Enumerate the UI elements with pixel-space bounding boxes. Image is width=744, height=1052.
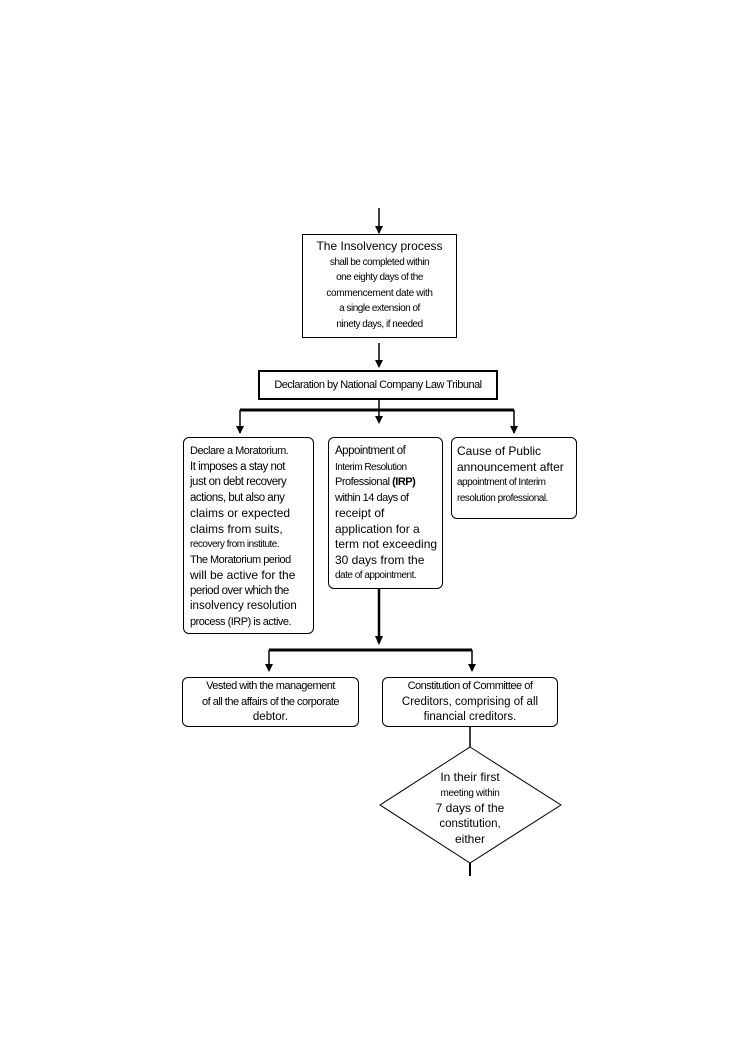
- diamond-line: 7 days of the: [435, 801, 505, 815]
- irp-line: Interim Resolution: [335, 461, 407, 473]
- box-vested-management: Vested with the management of all the af…: [182, 677, 359, 727]
- irp-line: Appointment of: [335, 445, 406, 457]
- moratorium-line: It imposes a stay not: [190, 460, 285, 473]
- public-line: Cause of Public: [457, 444, 542, 458]
- moratorium-line: insolvency resolution: [190, 600, 297, 612]
- completion-line: one eighty days of the: [336, 272, 423, 283]
- completion-line: a single extension of: [339, 303, 420, 314]
- committee-line: Constitution of Committee of: [407, 680, 533, 692]
- diamond-line: constitution,: [439, 817, 501, 830]
- irp-line: Professional (IRP): [335, 475, 442, 491]
- box-moratorium: Declare a Moratorium. It imposes a stay …: [183, 437, 314, 634]
- irp-line: application for a: [335, 521, 420, 536]
- moratorium-line: will be active for the: [190, 568, 296, 582]
- irp-professional-text: Professional: [335, 476, 393, 488]
- box-public-announcement: Cause of Public announcement after appoi…: [451, 437, 577, 519]
- vested-line: debtor.: [252, 711, 289, 723]
- committee-line: Creditors, comprising of all: [401, 695, 539, 708]
- vested-line: Vested with the management: [206, 680, 335, 692]
- committee-line: financial creditors.: [423, 711, 517, 723]
- moratorium-line: recovery from institute.: [190, 539, 280, 550]
- irp-line: date of appointment.: [335, 570, 417, 581]
- public-line: announcement after: [457, 459, 564, 474]
- moratorium-line: period over which the: [190, 584, 289, 597]
- box-committee-of-creditors: Constitution of Committee of Creditors, …: [382, 677, 558, 727]
- moratorium-line: claims from suits,: [190, 521, 283, 536]
- completion-line: shall be completed within: [329, 256, 430, 268]
- declaration-text: Declaration by National Company Law Trib…: [274, 379, 482, 391]
- irp-line: receipt of: [335, 506, 385, 520]
- diamond-line: meeting within: [440, 787, 500, 799]
- decision-diamond-text: In their first meeting within 7 days of …: [410, 770, 530, 848]
- irp-line: within 14 days of: [335, 491, 409, 504]
- completion-line: ninety days, if needed: [336, 318, 423, 330]
- vested-line: of all the affairs of the corporate: [202, 695, 340, 708]
- diamond-line: In their first: [440, 770, 500, 784]
- moratorium-line: The Moratorium period: [190, 553, 291, 566]
- public-line: appointment of Interim: [457, 477, 546, 488]
- moratorium-line: Declare a Moratorium.: [190, 445, 289, 457]
- irp-line: term not exceeding: [335, 537, 438, 551]
- moratorium-line: actions, but also any: [190, 491, 285, 504]
- moratorium-line: process (IRP) is active.: [190, 615, 292, 628]
- box-declaration-nclt: Declaration by National Company Law Trib…: [258, 370, 498, 400]
- moratorium-line: just on debt recovery: [190, 476, 287, 488]
- completion-line: commencement date with: [326, 287, 433, 299]
- irp-line: 30 days from the: [335, 552, 425, 567]
- diamond-line: either: [454, 832, 486, 846]
- moratorium-line: claims or expected: [190, 506, 291, 520]
- irp-bold-abbrev: (IRP): [392, 476, 416, 488]
- box-completion-timeline: The Insolvency process shall be complete…: [302, 234, 457, 338]
- public-line: resolution professional.: [457, 492, 548, 504]
- completion-line: The Insolvency process: [316, 239, 443, 253]
- box-irp-appointment: Appointment of Interim Resolution Profes…: [328, 437, 443, 589]
